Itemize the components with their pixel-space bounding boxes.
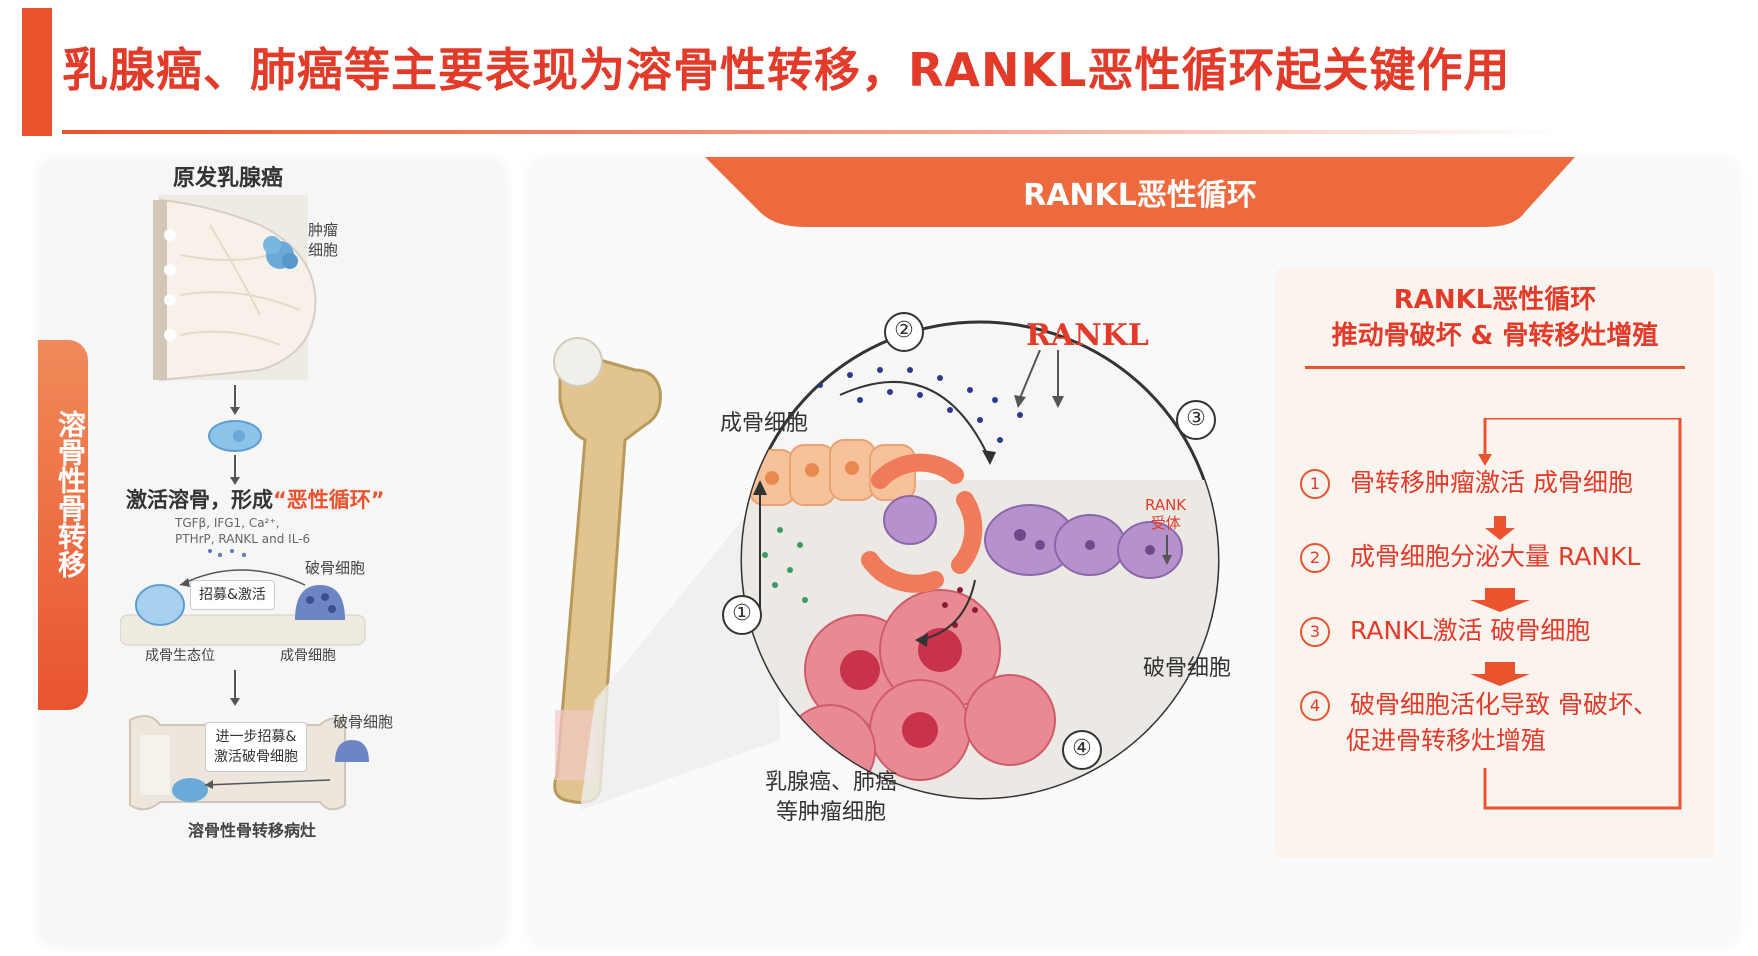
step-number-4: ④ [1062,730,1102,770]
osteolytic-lesion-label: 溶骨性骨转移病灶 [188,821,317,840]
rank-receptor-label: RANK 受体 [1145,496,1186,532]
zoom-projection [580,480,780,810]
receptor-line: 受体 [1150,514,1181,532]
info-title-line-2: 推动骨破坏 & 骨转移灶增殖 [1331,321,1659,351]
side-tab-text: 溶骨性骨转移 [54,410,87,578]
step-3-text: RANKL激活 破骨细胞 [1350,616,1591,645]
rank-line: RANK [1145,496,1187,514]
info-box: RANKL恶性循环 推动骨破坏 & 骨转移灶增殖 1 骨转移肿瘤激活 成骨细胞 2… [1275,268,1715,858]
step-number-2: ② [884,312,924,352]
tumor-line-1: 乳腺癌、肺癌 [765,770,898,795]
rankl-label: RANKL [1026,318,1149,353]
title-underline [62,130,1562,134]
step-3-number: 3 [1300,617,1330,647]
further-box-line-2: 激活破骨细胞 [214,749,298,765]
osteoblast-label: 成骨细胞 [720,411,809,436]
factors-line-1: TGFβ, IFG1, Ca²⁺, [175,516,280,530]
activate-prefix: 激活溶骨，形成 [126,488,273,512]
step-1-number: 1 [1300,469,1330,499]
breast-illustration [153,195,317,382]
side-tab: 溶骨性骨转移 [38,340,88,710]
activate-osteolysis-text: 激活溶骨，形成“恶性循环” [126,484,385,514]
tumor-cell-icon [208,420,262,452]
further-box-line-1: 进一步招募& [215,729,297,745]
rankl-down-arrows [1014,350,1064,408]
primary-breast-cancer-title: 原发乳腺癌 [173,166,284,191]
flow-bracket [1478,418,1682,810]
osteoclast-label-2: 破骨细胞 [333,713,394,731]
step-number-3: ③ [1176,400,1216,440]
femur-illustration [553,337,662,804]
rank-receptor-arrow [1162,535,1172,565]
further-recruit-box: 进一步招募& 激活破骨细胞 [205,722,307,772]
down-arrow-3 [230,670,240,706]
step-arrow-2 [1470,588,1530,612]
step-4-text-line-2: 促进骨转移灶增殖 [1346,726,1547,755]
step-1-text: 骨转移肿瘤激活 成骨细胞 [1350,468,1633,497]
ribbon-title: RANKL恶性循环 [1023,178,1257,213]
recruit-activate-box: 招募&激活 [190,580,275,610]
factors-line-2: PTHrP, RANKL and IL-6 [175,532,311,546]
step-1: 1 骨转移肿瘤激活 成骨细胞 [1300,466,1633,500]
osteoblast-label-1: 成骨细胞 [280,648,336,664]
recruit-illustration [120,549,366,646]
tumor-cells-label: 乳腺癌、肺癌 等肿瘤细胞 [765,768,897,828]
tumor-line-2: 等肿瘤细胞 [776,800,887,825]
step-2-number: 2 [1300,543,1330,573]
step-4-text: 破骨细胞活化导致 骨破坏、 [1350,690,1658,719]
step-number-1: ① [722,595,762,635]
osteoclast-label: 破骨细胞 [1143,656,1232,681]
osteoblast-niche-label: 成骨生态位 [145,648,215,664]
step-4-number: 4 [1300,691,1330,721]
down-arrow-2 [230,455,240,485]
step-2-text: 成骨细胞分泌大量 RANKL [1350,542,1641,571]
rankl-cycle-circle [740,320,1220,800]
step-arrow-3 [1470,662,1530,686]
step-4: 4 破骨细胞活化导致 骨破坏、 [1300,688,1658,722]
page-title: 乳腺癌、肺癌等主要表现为溶骨性转移，RANKL恶性循环起关键作用 [62,43,1511,97]
title-bar: 乳腺癌、肺癌等主要表现为溶骨性转移，RANKL恶性循环起关键作用 [22,8,1562,136]
ribbon-banner [705,157,1575,227]
osteoclast-label-1: 破骨细胞 [305,559,366,577]
down-arrow-1 [230,385,240,415]
info-rule [1305,366,1685,369]
title-accent-bar [22,8,52,136]
step-3: 3 RANKL激活 破骨细胞 [1300,614,1590,648]
step-arrow-1 [1485,516,1515,540]
tumor-cell-label: 肿瘤 细胞 [308,221,339,259]
step-2: 2 成骨细胞分泌大量 RANKL [1300,540,1640,574]
vicious-cycle-highlight: “恶性循环” [273,488,385,512]
info-title-line-1: RANKL恶性循环 [1393,285,1597,315]
